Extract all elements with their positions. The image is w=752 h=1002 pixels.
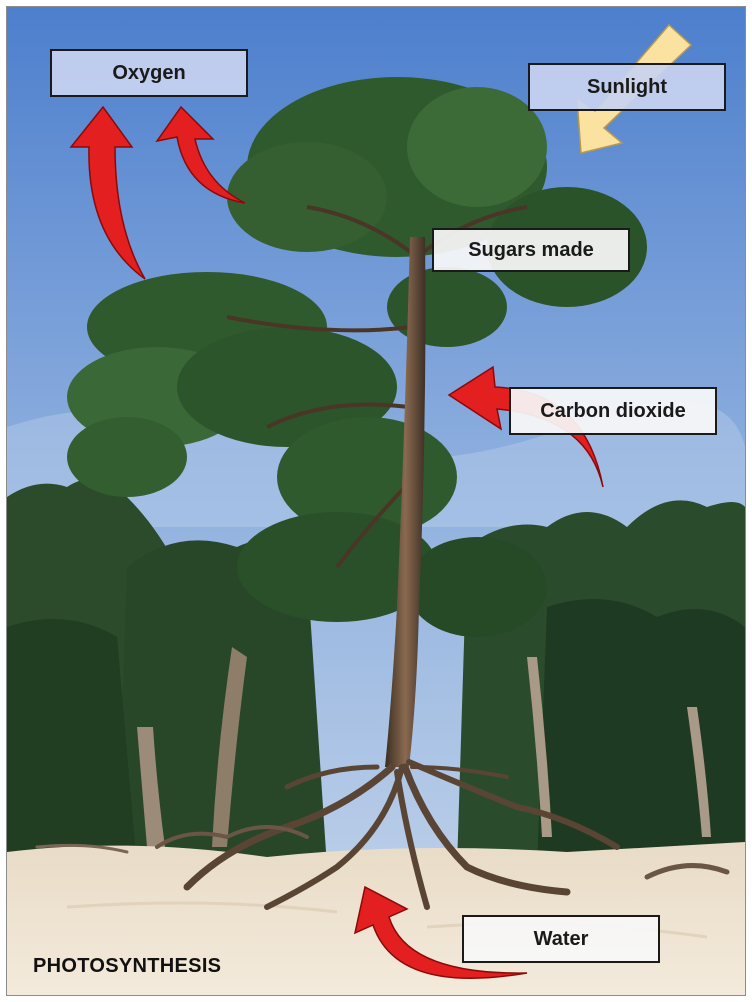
- figure-title: PHOTOSYNTHESIS: [33, 955, 221, 978]
- sugars-made-label: Sugars made: [432, 228, 630, 272]
- figure-frame: Oxygen Sunlight Sugars made Carbon dioxi…: [6, 6, 746, 996]
- sunlight-label: Sunlight: [528, 63, 726, 111]
- oxygen-label: Oxygen: [50, 49, 248, 97]
- photo-scene: [7, 7, 745, 995]
- water-label: Water: [462, 915, 660, 963]
- carbon-dioxide-label: Carbon dioxide: [509, 387, 717, 435]
